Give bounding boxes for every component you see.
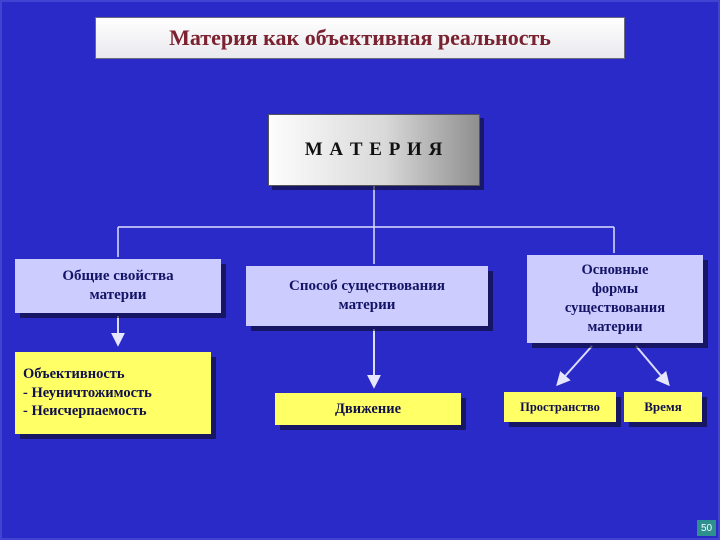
page-number: 50 (700, 522, 713, 534)
space-label: Пространство (520, 399, 600, 414)
motion-box: Движение (275, 393, 461, 425)
slide-title: Материя как объективная реальность (169, 25, 551, 50)
existence-forms-box: Основные формы существования материи (527, 255, 703, 343)
existence-mode-label: Способ существования материи (289, 277, 445, 314)
motion-label: Движение (334, 400, 402, 417)
page-number-badge: 50 (697, 520, 716, 536)
general-properties-label: Общие свойства материи (62, 267, 174, 304)
matter-root-label: М А Т Е Р И Я (304, 139, 444, 160)
time-box: Время (624, 392, 702, 422)
matter-root-box: М А Т Е Р И Я (268, 114, 480, 186)
properties-list-box: Объективность - Неуничтожимость - Неисче… (15, 352, 211, 434)
slide-title-bar: Материя как объективная реальность (95, 17, 625, 59)
property-item: - Неуничтожимость (23, 384, 152, 401)
existence-mode-box: Способ существования материи (246, 266, 488, 326)
existence-forms-label: Основные формы существования материи (564, 262, 666, 335)
property-item: - Неисчерпаемость (23, 403, 147, 420)
space-box: Пространство (504, 392, 616, 422)
property-item: Объективность (23, 365, 125, 382)
time-label: Время (644, 398, 682, 414)
general-properties-box: Общие свойства материи (15, 259, 221, 313)
